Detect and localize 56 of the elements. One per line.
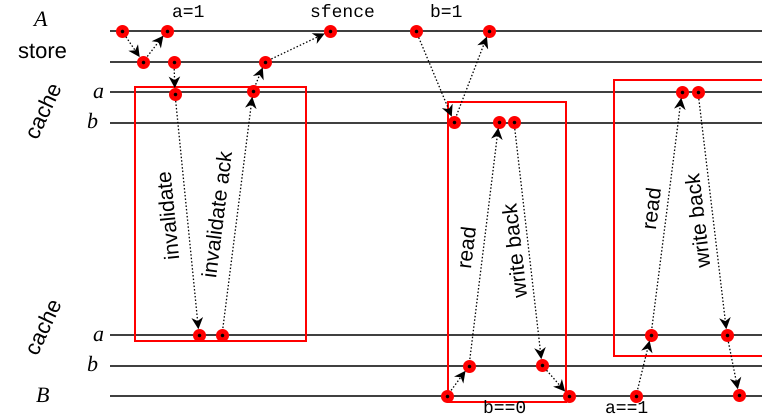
arrow <box>175 100 204 330</box>
event-dot <box>492 116 506 128</box>
event-dot <box>116 24 128 38</box>
arrow <box>125 36 140 58</box>
event-dot <box>448 116 460 128</box>
arrow <box>637 340 652 390</box>
event-label: b=1 <box>430 4 462 22</box>
event-dot <box>536 358 548 372</box>
arrow <box>146 36 164 57</box>
event-dot <box>440 390 454 402</box>
rail-label: a <box>93 323 104 345</box>
arrow <box>450 370 466 391</box>
event-dot <box>720 328 734 342</box>
arrow <box>252 67 264 85</box>
arrow <box>222 96 257 328</box>
arrow <box>698 98 731 330</box>
arrow <box>546 370 566 392</box>
arrow <box>514 128 546 360</box>
event-dot <box>216 328 228 342</box>
event-dot <box>246 84 260 98</box>
event-dot <box>192 328 206 342</box>
arrow <box>651 98 686 328</box>
event-dot <box>630 390 642 402</box>
rail-label: b <box>87 353 98 375</box>
arrow <box>728 342 742 390</box>
event-dot <box>676 86 688 98</box>
event-dot <box>482 24 496 38</box>
event-dot <box>168 56 180 68</box>
event-dot <box>160 24 174 38</box>
arrow <box>271 33 325 60</box>
event-dot <box>168 88 182 100</box>
event-dot <box>136 56 150 68</box>
event-dot <box>324 24 336 38</box>
event-dot <box>410 24 422 38</box>
rail-label: cache <box>20 296 66 358</box>
event-dot <box>462 360 476 372</box>
rail-label: A <box>34 8 48 30</box>
event-label: sfence <box>310 4 375 22</box>
rail-label: cache <box>20 80 66 142</box>
rail-label: B <box>36 384 50 406</box>
event-dot <box>562 390 576 402</box>
event-dot <box>644 328 658 342</box>
arrow <box>456 36 488 116</box>
event-label: a=1 <box>172 4 204 22</box>
event-dot <box>508 116 520 128</box>
arrow <box>418 37 453 117</box>
rail-label: store <box>18 40 67 62</box>
event-dot <box>258 56 272 68</box>
event-label: a==1 <box>605 400 648 418</box>
arrow <box>168 68 180 88</box>
event-label: b==0 <box>483 400 526 418</box>
arrow <box>469 128 503 360</box>
rail-label: a <box>93 80 104 102</box>
event-dot <box>692 86 704 98</box>
event-dot <box>732 388 746 402</box>
rail-label: b <box>87 110 98 132</box>
